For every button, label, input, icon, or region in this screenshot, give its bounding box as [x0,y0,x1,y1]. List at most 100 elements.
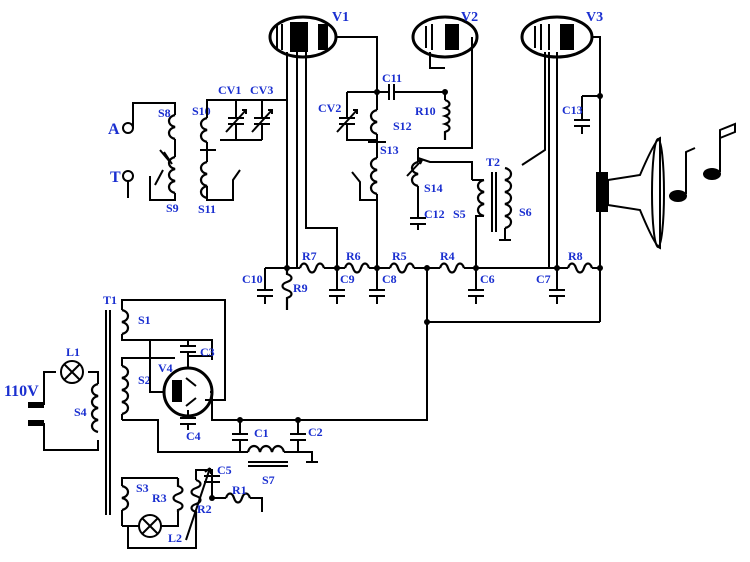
coil-s1-label: S1 [138,313,151,327]
capacitor-c2 [290,420,306,452]
tube-v2 [411,15,479,59]
capacitor-cv3-label: CV3 [250,83,273,97]
coil-s7-label: S7 [262,473,275,487]
ground-terminal-label: T [110,169,121,186]
capacitor-c1 [232,420,248,452]
tube-v3 [520,15,594,59]
capacitor-c7 [549,268,565,304]
capacitor-c9 [329,268,345,304]
capacitor-c4-label: C4 [186,429,201,443]
lamp-l1 [60,360,84,384]
coil-s6 [504,166,513,230]
mains-plug-bottom [28,420,44,426]
coil-s3-label: S3 [136,481,149,495]
coil-s4-label: S4 [74,405,87,419]
capacitor-c3 [180,340,196,368]
capacitor-cv2-label: CV2 [318,101,341,115]
lamp-l2 [138,514,162,538]
mains-plug-top [28,402,44,408]
coil-s14-label: S14 [424,181,443,195]
tube-v1 [268,15,338,59]
capacitor-c6 [468,268,484,304]
capacitor-c11-label: C11 [382,71,402,85]
capacitor-c10 [257,268,273,304]
coil-s4 [90,382,99,434]
transformer-t2-label: T2 [486,155,500,169]
speaker-icon [596,136,665,250]
capacitor-c6-label: C6 [480,272,495,286]
resistor-r6-label: R6 [346,249,361,263]
coil-s7 [246,444,288,467]
resistor-r1 [224,492,252,504]
resistor-r5-label: R5 [392,249,407,263]
resistor-r1-label: R1 [232,483,247,497]
capacitor-c1-label: C1 [254,426,269,440]
resistor-r10-label: R10 [415,104,436,118]
mains-label: 110V [4,383,39,400]
capacitor-c7-label: C7 [536,272,551,286]
capacitor-c12 [410,200,426,230]
resistor-r9 [281,268,293,310]
capacitor-c13-label: C13 [562,103,583,117]
capacitor-c13 [574,95,600,134]
coil-s8-label: S8 [158,106,171,120]
capacitor-cv1 [225,100,247,140]
resistor-r8 [566,262,594,274]
resistor-r5 [388,262,416,274]
capacitor-c11 [377,84,446,100]
antenna-terminal-label: A [108,121,120,138]
transformer-t1-core [105,310,111,515]
transformer-t2-core [491,172,497,232]
tube-v4 [162,366,214,418]
coil-s2-label: S2 [138,373,151,387]
coil-s13-label: S13 [380,143,399,157]
coil-s11 [199,160,208,200]
coil-s6-label: S6 [519,205,532,219]
resistor-r8-label: R8 [568,249,583,263]
coil-s5-label: S5 [453,207,466,221]
coil-s14 [410,160,419,188]
coil-s2 [121,364,130,416]
coil-s12 [369,108,378,136]
capacitor-c5-label: C5 [217,463,232,477]
capacitor-c2-label: C2 [308,425,323,439]
capacitor-c4 [180,416,196,430]
resistor-r9-label: R9 [293,281,308,295]
transformer-t1-label: T1 [103,293,117,307]
resistor-r4-label: R4 [440,249,455,263]
capacitor-c9-label: C9 [340,272,355,286]
resistor-r3-label: R3 [152,491,167,505]
capacitor-c8 [369,268,385,304]
coil-s9 [167,155,176,195]
capacitor-c12-label: C12 [424,207,445,221]
coil-s8 [167,113,176,141]
tube-v3-label: V3 [586,10,603,25]
coil-s5 [476,178,485,218]
capacitor-c5 [204,470,220,498]
resistor-r6 [343,262,371,274]
capacitor-cv2 [336,91,377,141]
tube-v4-label: V4 [158,361,173,375]
resistor-r4 [438,262,466,274]
coil-s12-label: S12 [393,119,412,133]
coil-s10 [199,116,208,144]
coil-s1 [121,308,130,336]
music-notes-icon [669,122,736,202]
resistor-r10 [441,98,451,140]
resistor-r7 [298,262,326,274]
coil-s3 [121,484,130,512]
resistor-r7-label: R7 [302,249,317,263]
capacitor-c10-label: C10 [242,272,263,286]
capacitor-cv3 [251,100,273,140]
coil-s11-label: S11 [198,202,216,216]
lamp-l1-label: L1 [66,345,80,359]
coil-s9-label: S9 [166,201,179,215]
tube-v2-label: V2 [461,10,478,25]
capacitor-c3-label: C3 [200,345,215,359]
lamp-l2-label: L2 [168,531,182,545]
resistor-r3 [172,478,184,512]
capacitor-cv1-label: CV1 [218,83,241,97]
resistor-r2-label: R2 [197,502,212,516]
